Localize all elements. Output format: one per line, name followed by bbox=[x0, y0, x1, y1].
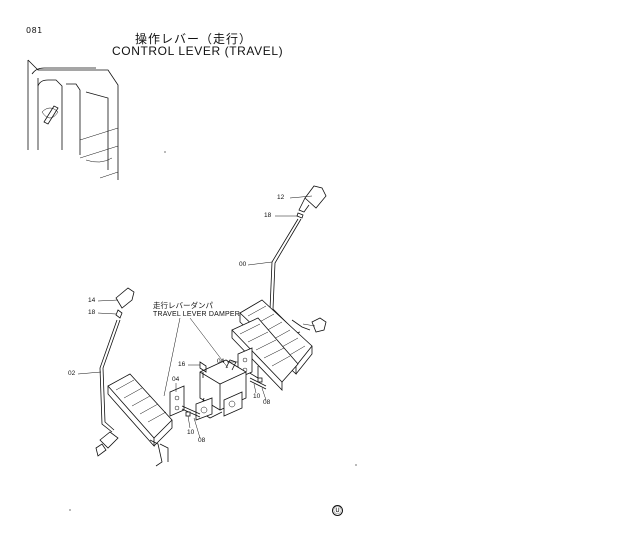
part-label-10-left: 10 bbox=[187, 429, 195, 436]
part-label-00: 00 bbox=[239, 261, 247, 268]
part-label-04-right: 04 bbox=[217, 358, 225, 365]
cab-illustration bbox=[27, 59, 166, 180]
label-leaders bbox=[77, 195, 313, 439]
part-label-14: 14 bbox=[88, 297, 96, 304]
part-label-10-right: 10 bbox=[253, 393, 261, 400]
title-english: CONTROL LEVER (TRAVEL) bbox=[112, 44, 284, 58]
page-number: 081 bbox=[26, 26, 43, 35]
part-label-04-left: 04 bbox=[172, 376, 180, 383]
damper-label-japanese: 走行レバーダンパ bbox=[153, 301, 213, 310]
part-label-08-left: 08 bbox=[198, 437, 206, 444]
part-label-02: 02 bbox=[68, 370, 76, 377]
title-japanese: 操作レバー（走行） bbox=[135, 32, 253, 46]
part-label-12: 12 bbox=[277, 194, 285, 201]
part-label-08-right: 08 bbox=[263, 399, 271, 406]
corner-mark: Ⓤ bbox=[332, 505, 343, 516]
part-label-16: 16 bbox=[178, 361, 186, 368]
damper-label-english: TRAVEL LEVER DAMPER bbox=[153, 311, 241, 318]
travel-lever-damper bbox=[163, 317, 267, 421]
part-label-18-right: 18 bbox=[264, 212, 272, 219]
part-label-18-left: 18 bbox=[88, 309, 96, 316]
left-lever-assembly bbox=[95, 287, 173, 467]
right-lever-assembly bbox=[231, 185, 327, 391]
